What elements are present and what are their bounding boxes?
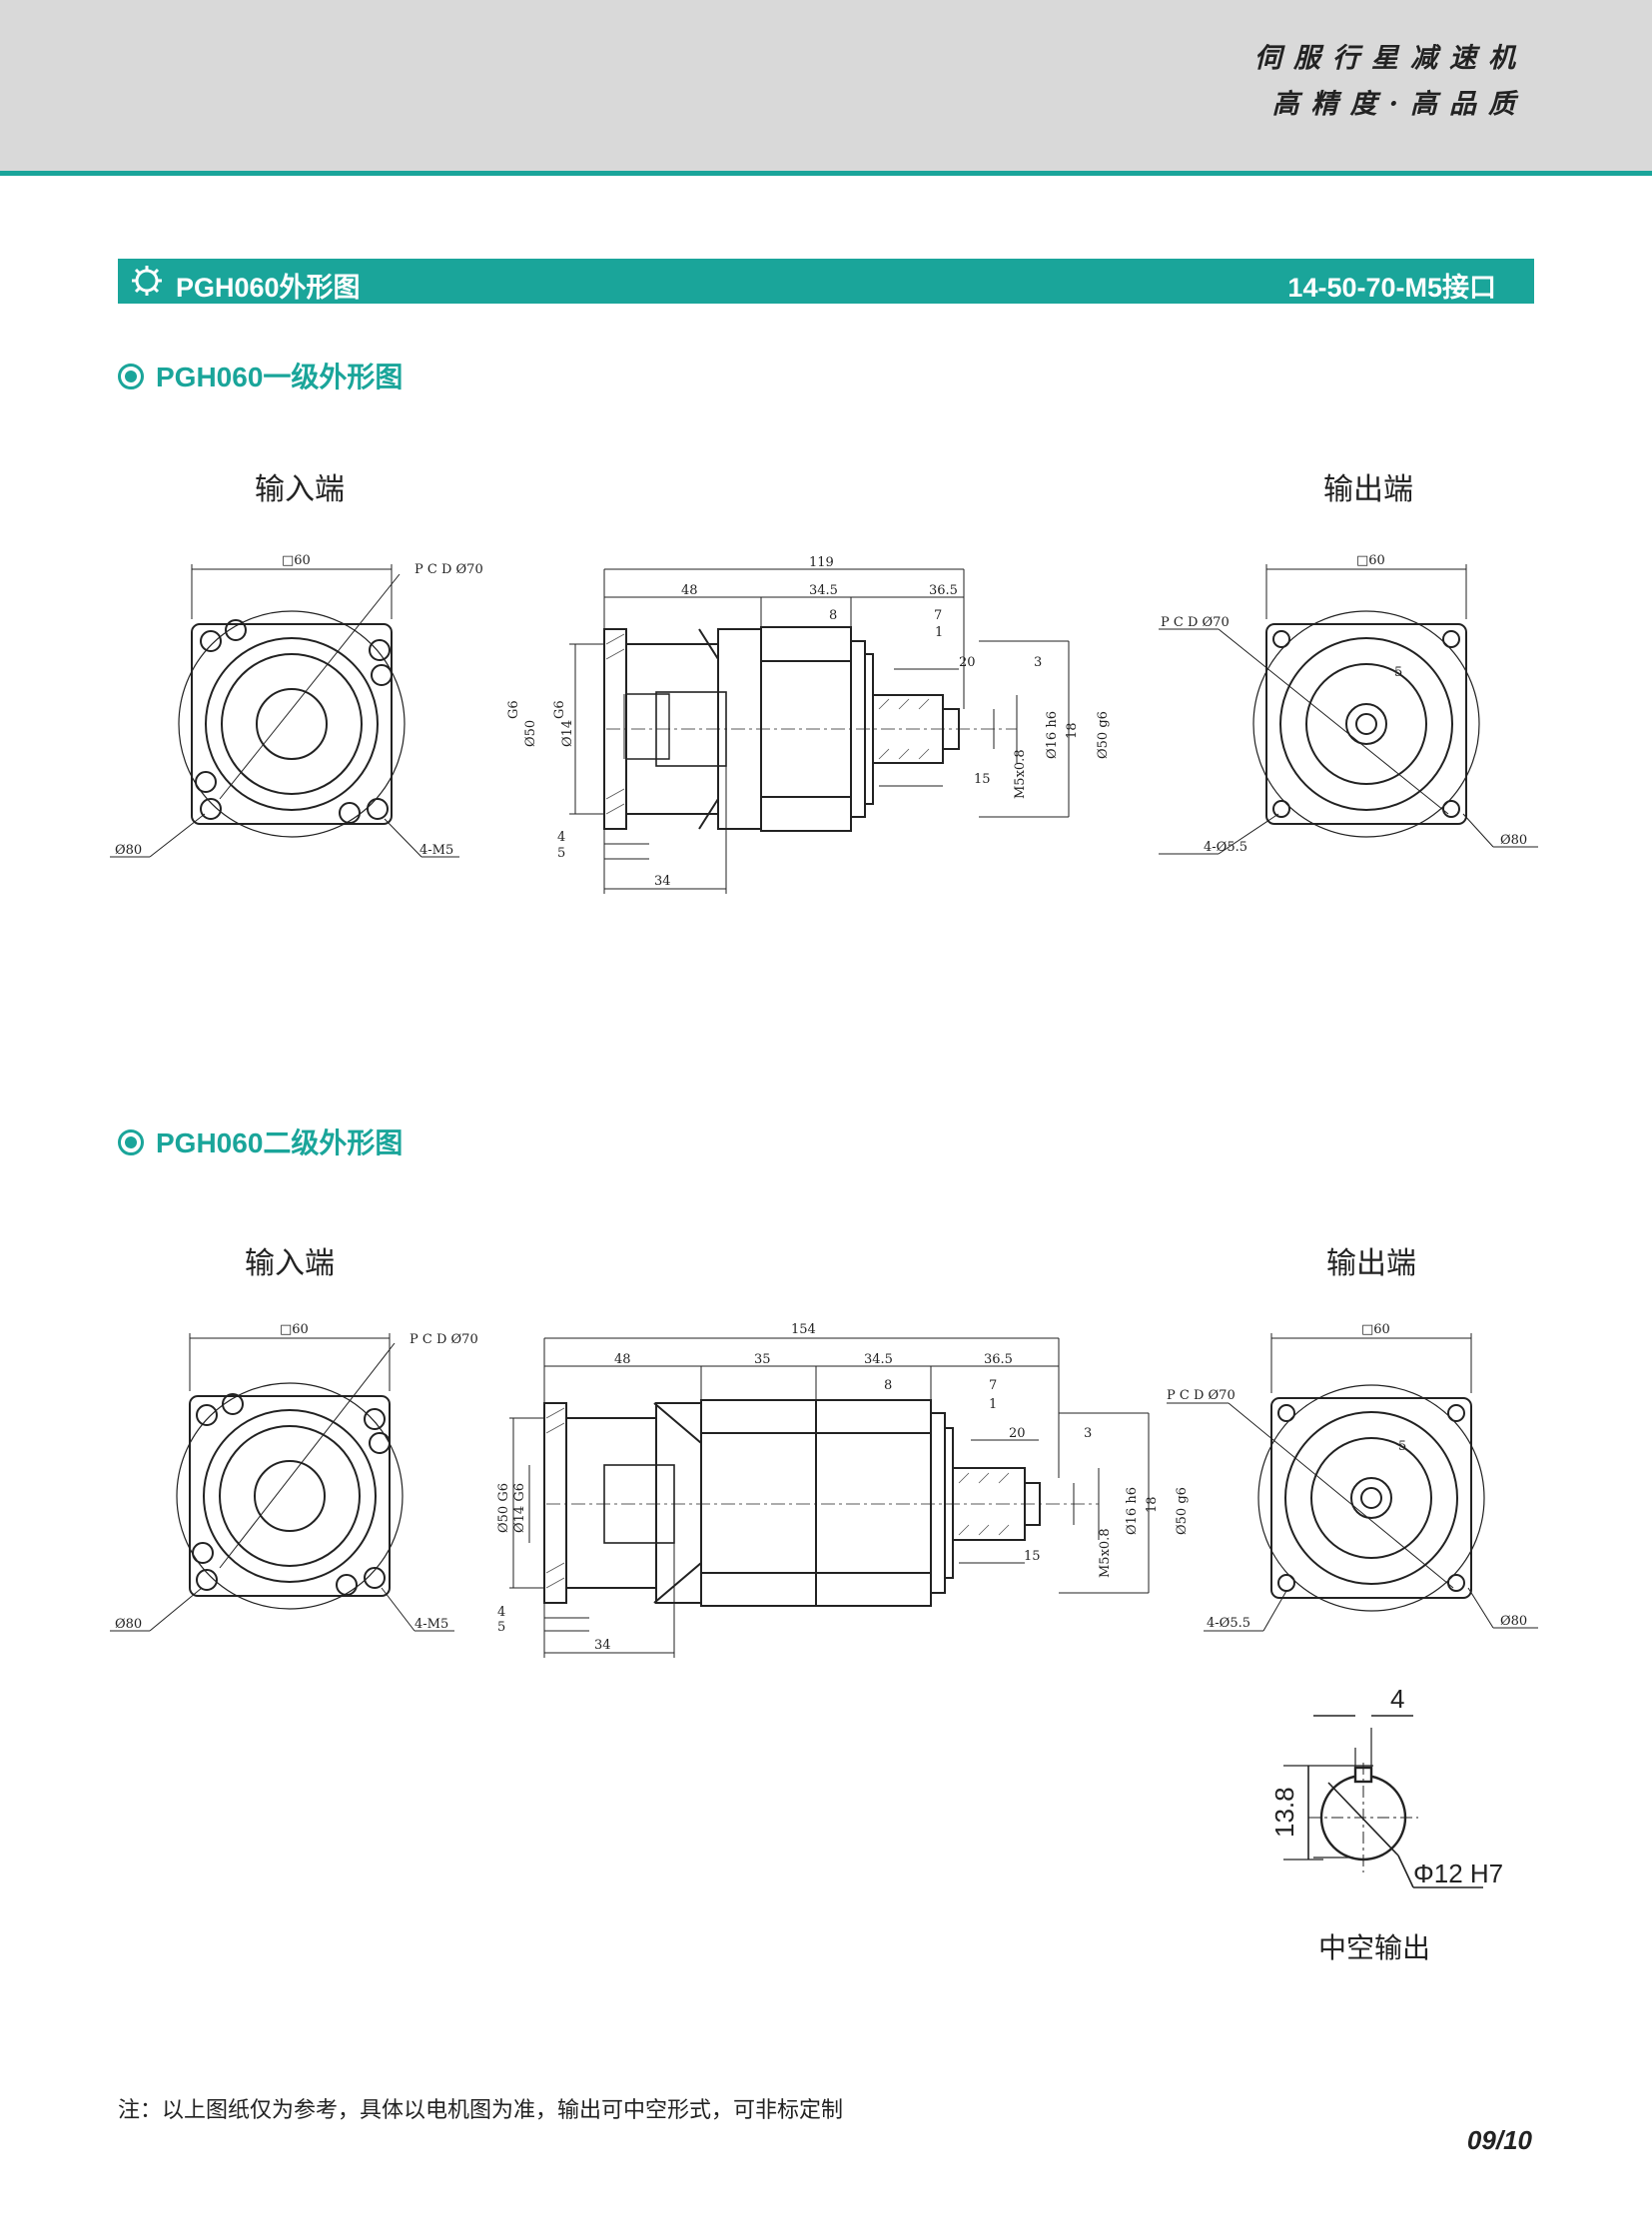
s2-overall: 154 [791,1322,816,1337]
s2-d34: 34 [594,1638,611,1653]
bullet-icon [118,364,144,389]
s2-h6: Ø16 h6 [1125,1487,1140,1535]
stage2-in-square: □60 [280,1322,309,1337]
stage1-input-label: 输入端 [255,472,345,507]
stage1-drawing: 输入端 输出端 □60 P C D Ø70 Ø80 4-M5 [110,469,1548,909]
stage1-output-label: 输出端 [1323,472,1413,507]
stage2-in-dia: Ø80 [115,1617,142,1632]
s1-phi14: Ø14 [560,720,575,747]
header-band [0,0,1652,171]
stage1-out-pcd: P C D Ø70 [1161,615,1230,630]
s2-d345: 34.5 [864,1352,893,1367]
s2-thread: M5x0.8 [1098,1528,1113,1578]
s1-d48: 48 [681,583,698,598]
s1-g6a: G6 [506,700,521,719]
stage2-side-view [509,1337,1150,1658]
stage2-in-holes: 4-M5 [414,1617,448,1632]
page-title: PGH060外形图 [176,273,361,303]
stage2-input-view [110,1333,454,1632]
s2-d48: 48 [614,1352,631,1367]
hollow-height: 13.8 [1269,1787,1299,1838]
hollow-output-detail: 4 13.8 Φ12 H7 中空输出 [1214,1688,1513,1977]
stage1-out-d5: 5 [1394,665,1402,680]
stage2-out-pcd: P C D Ø70 [1167,1388,1236,1403]
stage2-hatch [545,1407,1010,1589]
s1-d34: 34 [654,874,671,889]
s2-d7: 7 [989,1378,997,1393]
s1-d15: 15 [974,772,991,787]
s1-d1: 1 [935,625,943,640]
stage1-side-view [569,568,1070,894]
s2-phi50g6: Ø50 G6 [496,1483,511,1533]
s2-d20: 20 [1009,1426,1026,1441]
s2-phi14g6: Ø14 G6 [512,1483,527,1533]
stage2-out-d5: 5 [1398,1439,1406,1454]
footer-note: 注：以上图纸仅为参考，具体以电机图为准，输出可中空形式，可非标定制 [118,2098,844,2123]
stage2-heading-text: PGH060二级外形图 [156,1127,404,1158]
s2-d365: 36.5 [984,1352,1013,1367]
stage1-hatch [605,633,930,815]
header-rule [0,171,1652,176]
stage1-in-dia: Ø80 [115,843,142,858]
hollow-width: 4 [1390,1688,1404,1714]
s1-d18: 18 [1065,722,1080,739]
s1-thread: M5x0.8 [1013,749,1028,799]
stage1-in-pcd: P C D Ø70 [414,562,483,577]
s2-d4: 4 [497,1605,505,1620]
s1-d8: 8 [829,608,837,623]
s1-overall: 119 [809,555,834,570]
stage2-drawing: 输入端 输出端 □60 P C D Ø70 Ø80 4-M5 [110,1233,1548,1673]
stage1-input-view [110,564,459,858]
title-bar: PGH060外形图 14-50-70-M5接口 [118,259,1534,304]
gear-icon [132,266,162,296]
interface-spec: 14-50-70-M5接口 [1287,273,1496,303]
s1-d4: 4 [557,830,565,845]
hollow-bore: Φ12 H7 [1413,1859,1503,1888]
s2-g6out: Ø50 g6 [1175,1487,1190,1535]
stage1-heading: PGH060一级外形图 [118,356,403,395]
s2-d18: 18 [1145,1496,1160,1513]
stage1-in-holes: 4-M5 [419,843,453,858]
s1-d7: 7 [934,608,942,623]
s2-d15: 15 [1024,1549,1041,1564]
stage2-in-pcd: P C D Ø70 [410,1332,478,1347]
s2-d3: 3 [1084,1426,1092,1441]
page-number: 09/10 [1466,2125,1532,2155]
s1-phi50: Ø50 [523,720,538,747]
hollow-caption: 中空输出 [1318,1931,1430,1964]
stage2-output-view [1167,1333,1538,1632]
stage2-heading: PGH060二级外形图 [118,1121,403,1161]
stage2-output-label: 输出端 [1326,1246,1416,1281]
stage1-out-dia: Ø80 [1500,833,1527,848]
stage2-input-label: 输入端 [245,1246,335,1281]
s2-d35: 35 [754,1352,771,1367]
s1-g6b: G6 [552,700,567,719]
stage1-out-holes: 4-Ø5.5 [1204,840,1247,855]
s1-g6out: Ø50 g6 [1096,711,1111,759]
stage1-heading-text: PGH060一级外形图 [156,362,404,392]
s2-d8: 8 [884,1378,892,1393]
s1-d3: 3 [1034,655,1042,670]
stage1-in-square: □60 [282,553,311,568]
stage2-out-holes: 4-Ø5.5 [1207,1616,1250,1631]
bullet-icon [118,1129,144,1155]
slogan-line-2: 高精度·高品质 [1271,89,1527,120]
s1-d365: 36.5 [929,583,958,598]
s2-d1: 1 [989,1397,997,1412]
s1-d5: 5 [557,846,565,861]
stage1-out-square: □60 [1356,553,1385,568]
s2-d5: 5 [497,1620,505,1635]
s1-h6: Ø16 h6 [1045,711,1060,759]
stage2-out-dia: Ø80 [1500,1614,1527,1629]
slogan-line-1: 伺服行星减速机 [1254,43,1527,74]
s1-d20: 20 [959,655,976,670]
stage2-out-square: □60 [1361,1322,1390,1337]
stage1-output-view [1159,564,1538,855]
s1-d345: 34.5 [809,583,838,598]
